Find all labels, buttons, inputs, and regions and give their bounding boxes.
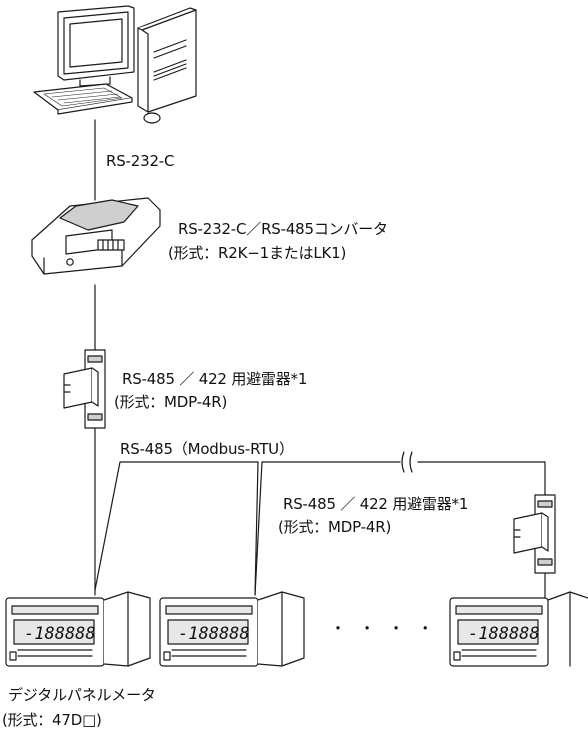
meter-display-2: -188888: [178, 624, 250, 644]
panel-meter-icon-3: [449, 591, 588, 667]
panel-meter-icon-1: [5, 591, 151, 667]
pc-icon: [33, 5, 197, 124]
bus-label: RS-485（Modbus-RTU）: [120, 440, 294, 458]
ellipsis: ・ ・ ・ ・: [330, 619, 438, 638]
converter-model: (形式：R2K−1またはLK1): [168, 244, 347, 262]
converter-icon: [31, 197, 161, 275]
arrester1-model: (形式：MDP-4R): [114, 393, 228, 411]
meter-model: (形式：47D□): [2, 711, 102, 729]
meter-name: デジタルパネルメータ: [8, 686, 156, 704]
arrester-icon-2: [513, 494, 556, 574]
arrester-icon-1: [63, 349, 106, 429]
arrester2-name: RS-485 ／ 422 用避雷器*1: [283, 495, 469, 513]
arrester1-name: RS-485 ／ 422 用避雷器*1: [122, 370, 308, 388]
connection-lines: [94, 119, 546, 599]
arrester2-model: (形式：MDP-4R): [278, 518, 392, 536]
converter-name: RS-232-C／RS-485コンバータ: [178, 220, 388, 238]
meter-display-3: -188888: [468, 624, 540, 644]
rs232-label: RS-232-C: [106, 152, 175, 170]
meter-display-1: -188888: [24, 624, 96, 644]
panel-meter-icon-2: [159, 591, 305, 667]
